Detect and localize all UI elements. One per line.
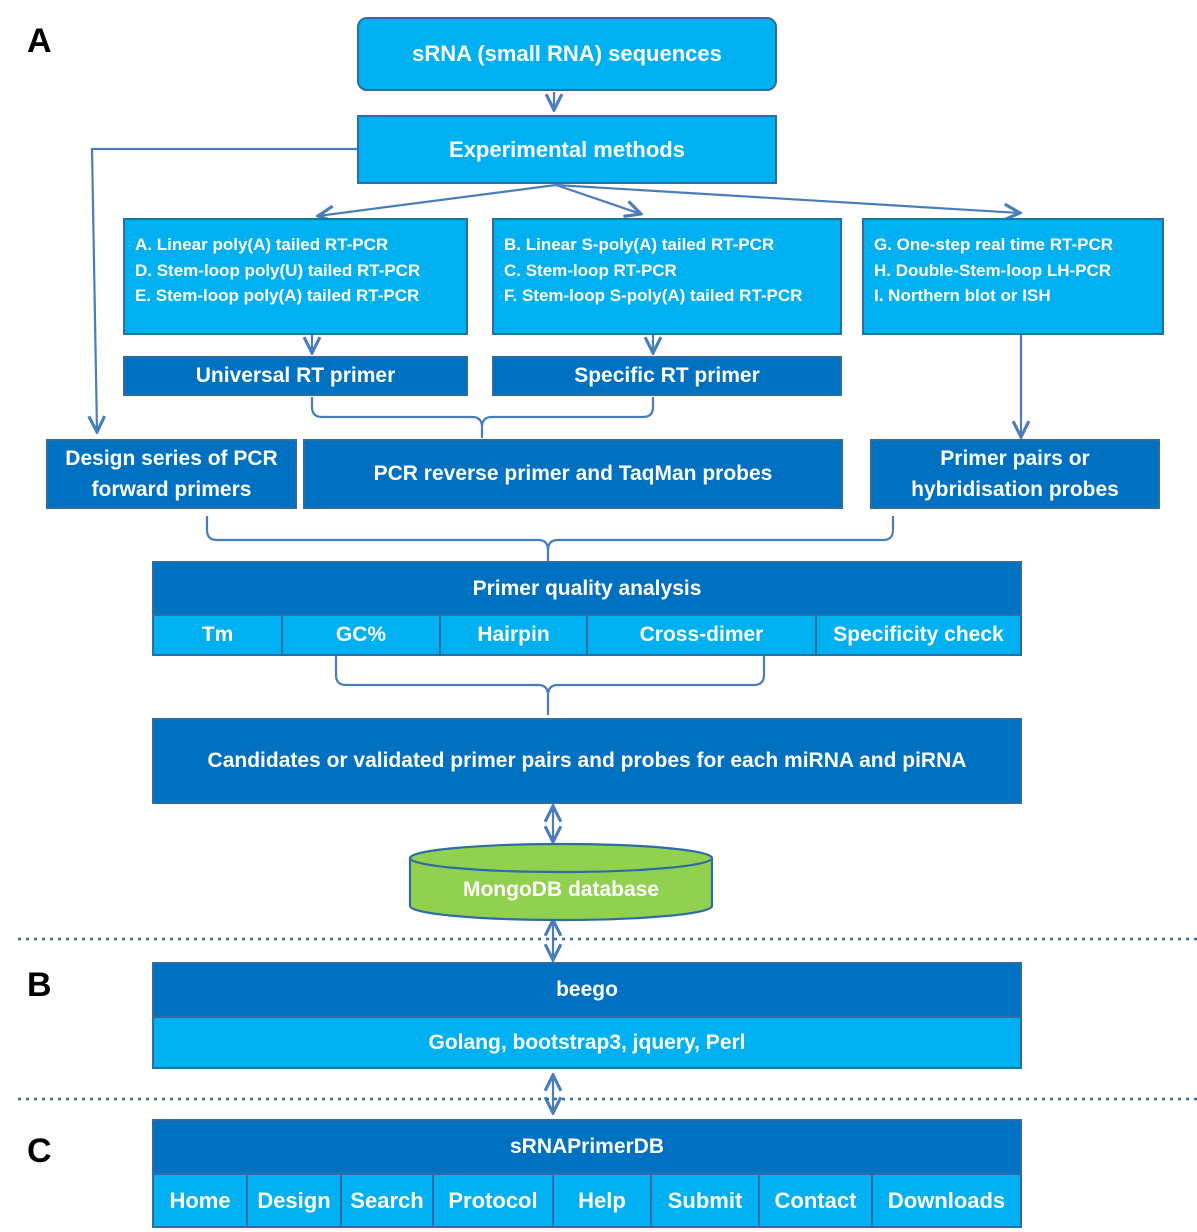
methods-group-3: G. One-step real time RT-PCR H. Double-S…	[862, 218, 1164, 335]
arrow-methods-to-group2	[555, 183, 641, 214]
panel-label-a: A	[27, 22, 52, 60]
quality-analysis-title: Primer quality analysis	[152, 561, 1022, 616]
mongodb-cylinder	[408, 842, 714, 922]
specific-rt-primer-box: Specific RT primer	[492, 356, 842, 396]
brace-quality	[334, 656, 766, 715]
method-item: G. One-step real time RT-PCR	[874, 235, 1113, 254]
arrow-methods-to-group3	[555, 183, 1020, 213]
primer-pairs-probes-box: Primer pairs or hybridisation probes	[870, 439, 1160, 509]
tech-stack-box: Golang, bootstrap3, jquery, Perl	[152, 1016, 1022, 1069]
methods-group-1: A. Linear poly(A) tailed RT-PCR D. Stem-…	[123, 218, 468, 335]
reverse-primer-taqman-box: PCR reverse primer and TaqMan probes	[303, 439, 843, 509]
quality-item-tm: Tm	[152, 614, 283, 656]
experimental-methods-box: Experimental methods	[357, 115, 777, 184]
method-item: C. Stem-loop RT-PCR	[504, 260, 677, 280]
methods-group-2: B. Linear S-poly(A) tailed RT-PCR C. Ste…	[492, 218, 842, 335]
nav-home[interactable]: Home	[152, 1173, 248, 1228]
brace-primer-groups	[205, 516, 895, 562]
arrow-methods-to-group1	[318, 183, 557, 216]
srnaprimerdb-title: sRNAPrimerDB	[152, 1119, 1022, 1175]
method-item: B. Linear S-poly(A) tailed RT-PCR	[504, 235, 775, 254]
quality-item-gc: GC%	[281, 614, 441, 656]
method-item: F. Stem-loop S-poly(A) tailed RT-PCR	[504, 286, 803, 305]
method-item: E. Stem-loop poly(A) tailed RT-PCR	[135, 286, 420, 305]
panel-label-b: B	[27, 966, 52, 1004]
beego-title: beego	[152, 962, 1022, 1018]
quality-item-cross-dimer: Cross-dimer	[586, 614, 817, 656]
nav-downloads[interactable]: Downloads	[871, 1173, 1022, 1228]
nav-protocol[interactable]: Protocol	[432, 1173, 554, 1228]
nav-search[interactable]: Search	[340, 1173, 434, 1228]
universal-rt-primer-box: Universal RT primer	[123, 356, 468, 396]
brace-rt-primers	[310, 397, 655, 438]
quality-item-hairpin: Hairpin	[439, 614, 588, 656]
nav-help[interactable]: Help	[552, 1173, 652, 1228]
nav-contact[interactable]: Contact	[758, 1173, 873, 1228]
panel-label-c: C	[27, 1132, 52, 1170]
candidates-box: Candidates or validated primer pairs and…	[152, 718, 1022, 804]
srna-sequences-box: sRNA (small RNA) sequences	[357, 17, 777, 91]
method-item: A. Linear poly(A) tailed RT-PCR	[135, 235, 389, 254]
quality-item-specificity: Specificity check	[815, 614, 1022, 656]
mongodb-label: MongoDB database	[462, 878, 659, 901]
nav-design[interactable]: Design	[246, 1173, 342, 1228]
method-item: H. Double-Stem-loop LH-PCR	[874, 260, 1112, 280]
method-item: I. Northern blot or ISH	[874, 286, 1051, 305]
method-item: D. Stem-loop poly(U) tailed RT-PCR	[135, 260, 421, 280]
nav-submit[interactable]: Submit	[650, 1173, 760, 1228]
forward-primers-box: Design series of PCR forward primers	[46, 439, 297, 509]
arrow-methods-to-forward	[92, 147, 358, 432]
